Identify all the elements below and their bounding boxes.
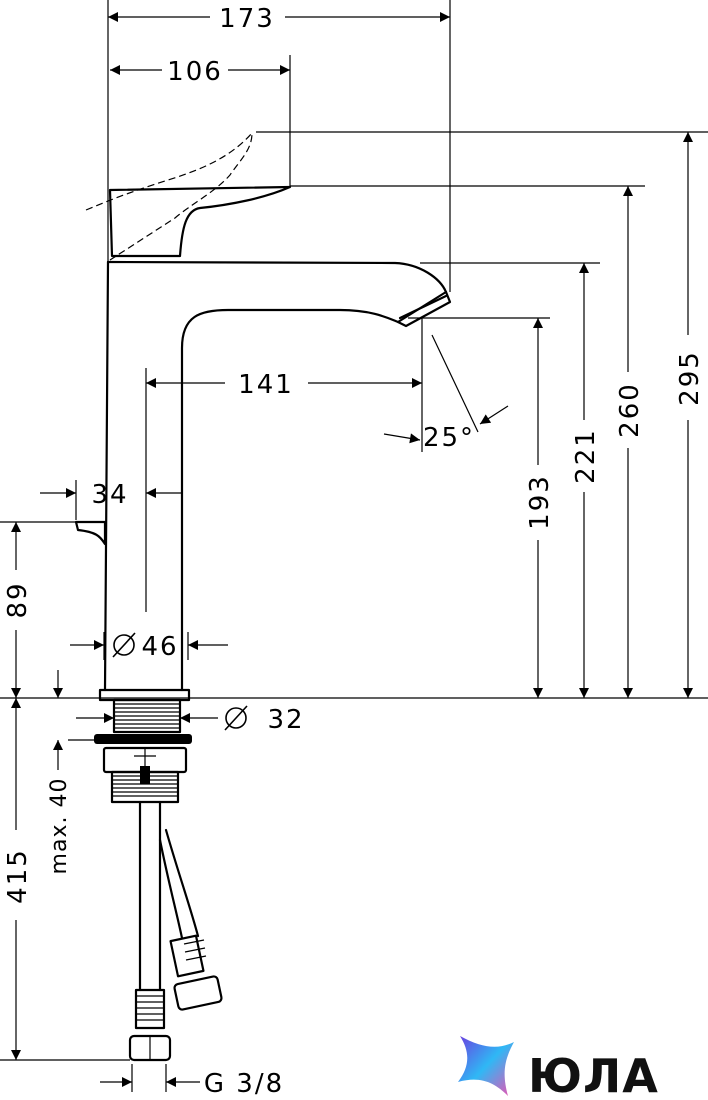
base-and-shank [94,688,192,804]
diameter-icon [113,634,135,656]
dim-max-deck-thickness: max. 40 [47,778,72,875]
dim-shank-diameter-symbol [224,705,248,731]
logo-text: ЮЛА [528,1049,659,1100]
dimension-lines [11,12,693,1087]
supply-hose-straight [128,800,172,1062]
star-logo-icon [458,1036,514,1096]
yula-logo: ЮЛА [458,1036,659,1100]
drain-lever [74,520,107,546]
dim-drain-lever-height: 89 [3,581,33,618]
dim-handle-reach: 106 [167,57,223,87]
diameter-icon [225,707,247,729]
faucet-handle [108,185,292,258]
dim-spray-angle: 25° [423,423,475,453]
faucet-handle-raised [85,131,253,261]
dim-height-spout-outlet: 193 [525,474,555,530]
dimension-labels: 173 106 141 25° 34 32 G 3/8 46 295 260 2… [3,4,705,1099]
dim-hose-length: 415 [3,848,33,904]
dim-body-diameter: 46 [141,632,178,662]
dim-total-reach: 173 [219,4,275,34]
dim-height-handle-raised: 295 [675,350,705,406]
dim-body-diameter-group: 46 [112,632,178,662]
dim-shank-diameter: 32 [267,705,304,735]
dim-spout-projection: 141 [238,370,294,400]
dim-connection-thread: G 3/8 [204,1069,284,1099]
dim-height-spout-top: 221 [571,428,601,484]
dim-height-handle: 260 [615,382,645,438]
faucet-body [103,260,452,692]
supply-hose-bent [158,828,223,1011]
dim-lever-offset: 34 [91,480,128,510]
